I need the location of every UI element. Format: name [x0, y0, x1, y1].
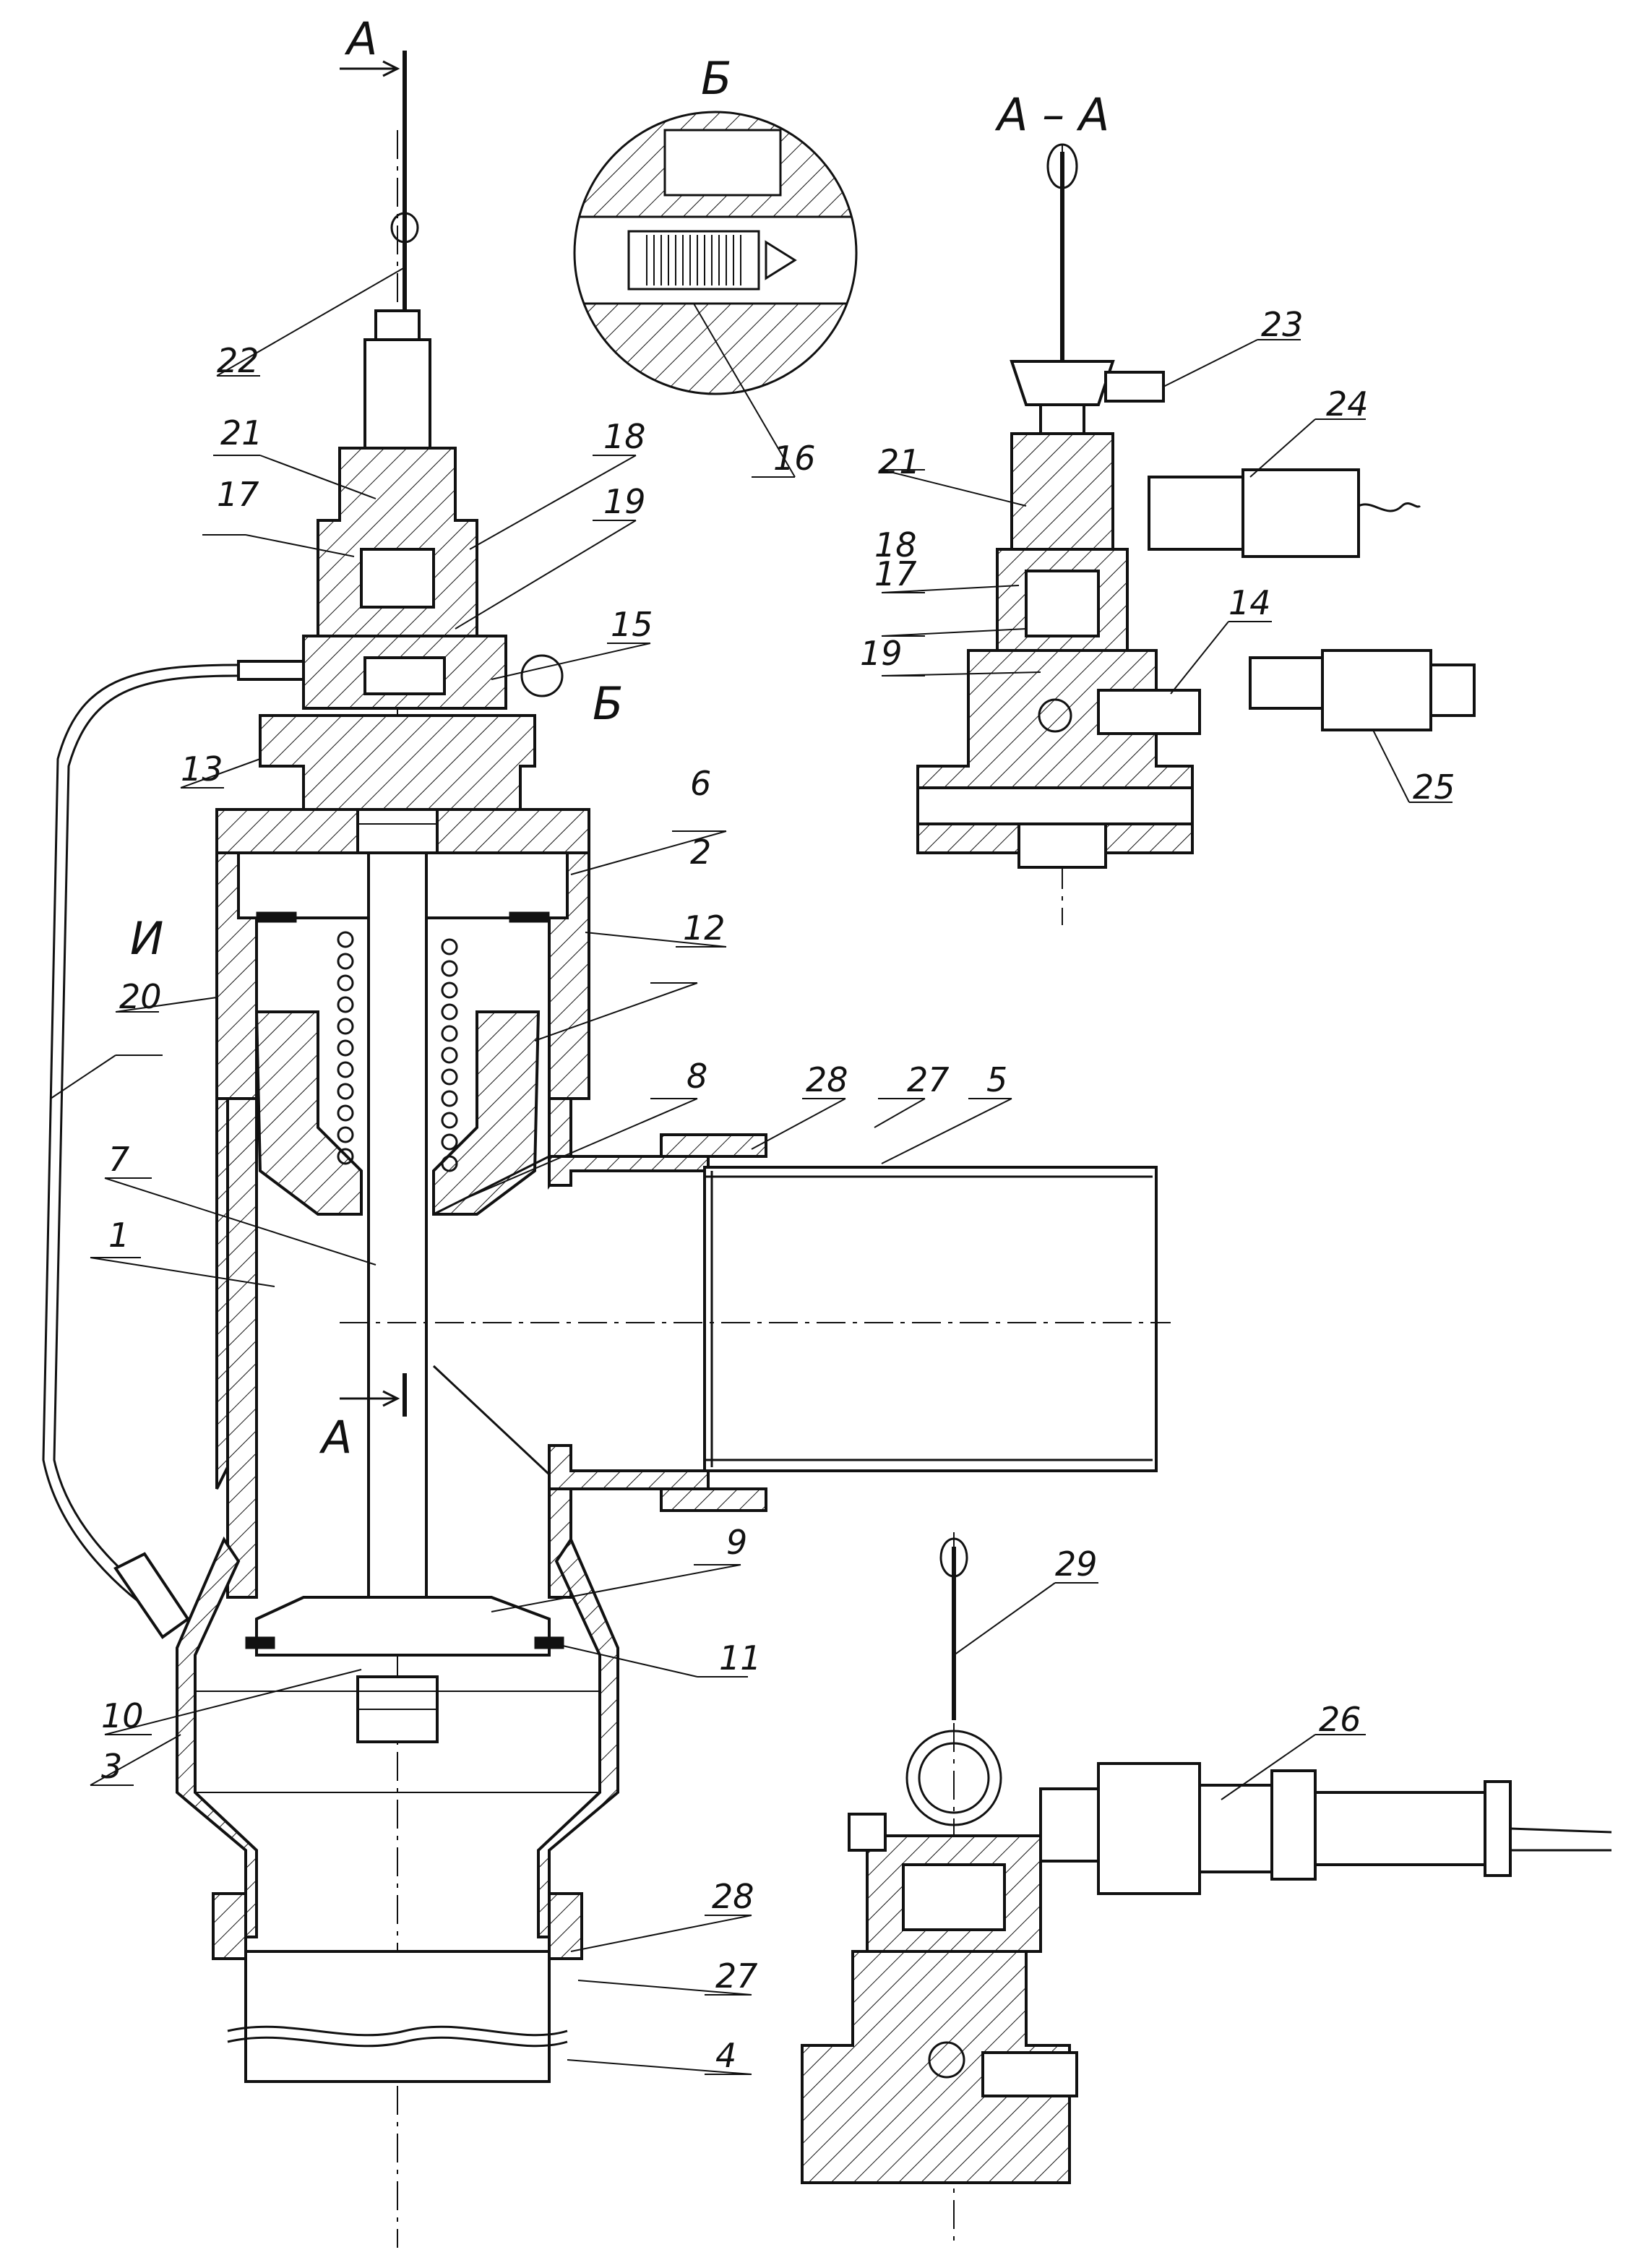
- callout-21-main: 21: [220, 413, 263, 452]
- callout-28-bottom: 28: [712, 1877, 754, 1916]
- tube-fitting-top: [237, 660, 305, 681]
- callout-17-aa: 17: [874, 554, 917, 593]
- callout-6: 6: [690, 764, 711, 803]
- connector-24-shell: [1241, 468, 1360, 558]
- aa-lever: [1010, 360, 1115, 406]
- variant-view: [801, 1532, 1612, 2241]
- variant-body: [801, 1950, 1071, 2184]
- callout-18-main: 18: [603, 417, 646, 456]
- detail-b-circle: [573, 111, 858, 395]
- filter-16: [363, 656, 446, 695]
- callout-12: 12: [683, 909, 726, 948]
- leader-lines: [50, 267, 1453, 2075]
- piston-seal-left: [256, 911, 297, 923]
- callout-14: 14: [1228, 583, 1271, 622]
- callout-numbers: 1 2 3 4 5 6 7 8 9 10 11 12 13 14 15 16 1…: [101, 305, 1455, 2075]
- callout-1: 1: [108, 1216, 129, 1255]
- callout-21-aa: 21: [878, 442, 921, 481]
- sensor-26-body: [1097, 1762, 1201, 1895]
- section-aa-title: А – А: [994, 88, 1109, 141]
- outlet-upper-wall: [548, 1155, 710, 1187]
- callout-22: 22: [217, 341, 259, 380]
- callout-5: 5: [986, 1060, 1007, 1099]
- actuator-body-21: [317, 447, 478, 637]
- detail-b-mark: Б: [593, 677, 624, 730]
- section-marks: А А Б Б А – А И: [130, 12, 1109, 1464]
- actuator-core-19: [360, 548, 435, 609]
- lower-nut-left: [212, 1892, 247, 1960]
- main-assembly-view: [42, 51, 1171, 2248]
- callout-10: 10: [101, 1696, 144, 1735]
- callout-27-bottom: 27: [715, 1956, 758, 1996]
- connector-24-body: [1148, 476, 1244, 551]
- aa-core: [1025, 570, 1100, 637]
- coupling-nut-27-bottom: [660, 1487, 767, 1512]
- inlet-pipe-4: [244, 1950, 551, 2083]
- callout-3: 3: [101, 1747, 122, 1786]
- callout-16: 16: [773, 439, 816, 478]
- callout-9: 9: [726, 1523, 747, 1562]
- callout-4: 4: [715, 2036, 736, 2075]
- compression-spring-12: [337, 931, 458, 1172]
- callout-8: 8: [687, 1057, 707, 1096]
- callout-11: 11: [719, 1638, 762, 1678]
- valve-stem-7: [367, 851, 428, 1635]
- tube-fitting-bottom: [113, 1552, 190, 1639]
- callout-7: 7: [108, 1140, 129, 1179]
- sensor-25-a: [1249, 656, 1324, 710]
- lower-nut-right: [548, 1892, 583, 1960]
- aa-head-21: [1010, 432, 1114, 551]
- callout-19-aa: 19: [860, 634, 903, 673]
- spring-guide-right: [432, 1010, 541, 1216]
- callout-24: 24: [1326, 385, 1369, 424]
- actuator-cap: [374, 309, 421, 341]
- outlet-pipe-5: [703, 1166, 1158, 1472]
- callout-18-aa: 18: [874, 525, 917, 564]
- detail-b-view: [573, 111, 858, 395]
- bonnet-13: [259, 714, 536, 811]
- callout-28-top: 28: [806, 1060, 848, 1099]
- seal-10: [245, 1636, 275, 1649]
- callout-23: 23: [1261, 305, 1304, 344]
- section-mark-a-top: А: [344, 12, 377, 65]
- callout-25: 25: [1413, 768, 1455, 807]
- lower-housing-right: [537, 1536, 619, 1938]
- valve-disc-9: [255, 1596, 551, 1657]
- variant-ring: [905, 1730, 1002, 1826]
- callout-17-main: 17: [217, 475, 259, 514]
- callout-27-top: 27: [907, 1060, 950, 1099]
- callout-15: 15: [611, 605, 653, 644]
- sensor-26-adapter: [1039, 1787, 1100, 1863]
- callout-26: 26: [1319, 1700, 1361, 1739]
- outlet-lower-wall: [548, 1444, 710, 1490]
- body-lower-left: [226, 1097, 258, 1599]
- sensor-26-cable-housing: [1314, 1791, 1490, 1866]
- ring-pin: [520, 654, 564, 697]
- fitting-14: [1097, 689, 1201, 735]
- actuator-head: [363, 338, 431, 450]
- sensor-25-b: [1321, 649, 1432, 731]
- lower-housing-left: [176, 1536, 258, 1938]
- section-mark-a-bottom: А: [319, 1411, 352, 1464]
- callout-2: 2: [690, 833, 711, 872]
- detail-i-mark: И: [130, 912, 163, 965]
- callout-19-main: 19: [603, 482, 646, 521]
- callout-29: 29: [1055, 1545, 1098, 1584]
- fitting-23: [1104, 371, 1165, 403]
- section-aa-view: [916, 143, 1476, 925]
- pressure-tube-20: [42, 663, 239, 1628]
- callout-20: 20: [119, 977, 162, 1016]
- view-b-title: Б: [701, 52, 732, 105]
- piston-seal-right: [509, 911, 550, 923]
- callout-13: 13: [181, 749, 223, 789]
- variant-fitting: [981, 2051, 1078, 2097]
- seal-11: [534, 1636, 564, 1649]
- coupling-nut-27-top: [660, 1133, 767, 1158]
- spring-guide-left: [254, 1010, 363, 1216]
